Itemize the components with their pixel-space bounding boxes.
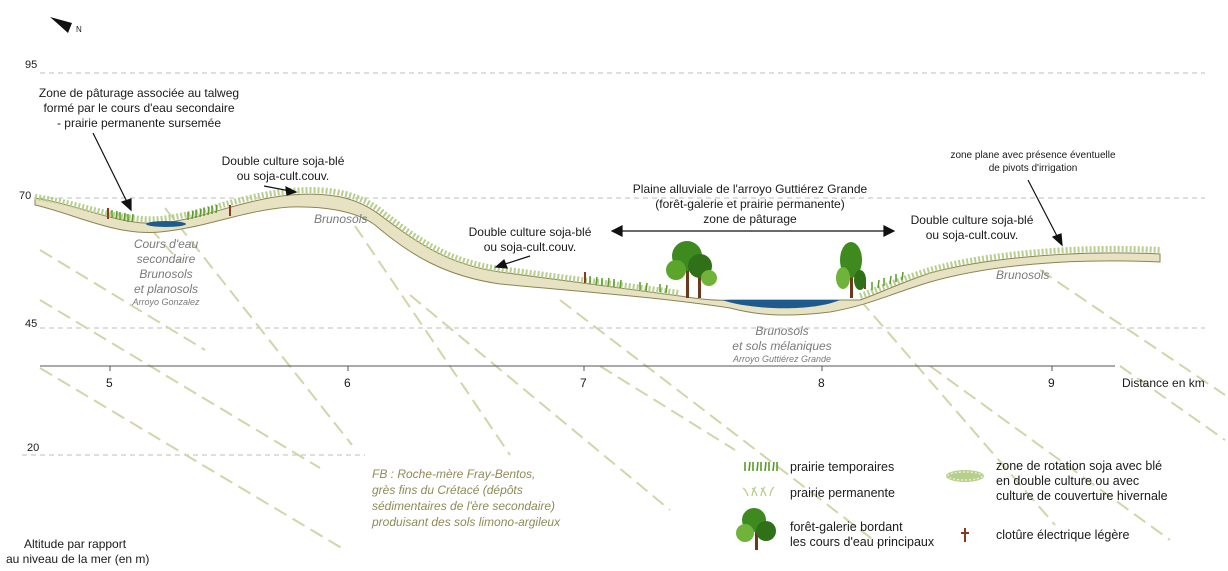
distance-tick-7: 7 [580, 376, 587, 390]
soil-label-secondary-stream: Cours d'eau secondaire Brunosols et plan… [132, 237, 200, 307]
soil-label-melanic: Brunosols et sols mélaniques Arroyo Gutt… [732, 324, 832, 364]
distance-tick-6: 6 [344, 376, 351, 390]
legend-forest-icon [736, 508, 776, 550]
gallery-forest-left [666, 241, 717, 298]
north-arrow-icon [50, 17, 72, 33]
temporary-grass-patches [111, 204, 904, 294]
gallery-forest-right [836, 242, 866, 298]
legend-temporary-grass-label: prairie temporaires [790, 460, 895, 474]
annotation-grazing-zone: Zone de pâturage associée au talweg form… [38, 86, 240, 130]
altitude-axis-caption: Altitude par rapport au niveau de la mer… [6, 537, 150, 566]
altitude-label-20: 20 [27, 442, 40, 454]
soil-label-hill-brunosols: Brunosols [314, 212, 368, 226]
legend-rotation-icon [946, 470, 984, 482]
distance-tick-9: 9 [1048, 376, 1055, 390]
annotation-flat-zone: zone plane avec présence éventuelle de p… [950, 150, 1116, 174]
rotation-crop-band [34, 187, 1161, 299]
altitude-label-95: 95 [25, 59, 38, 71]
distance-axis-label: Distance en km [1122, 376, 1205, 390]
water-arroyo-gutierrez [722, 300, 840, 309]
annotation-double-crop-slope: Double culture soja-blé ou soja-cult.cou… [468, 225, 592, 254]
geology-note: FB : Roche-mère Fray-Bentos, grès fins d… [372, 467, 561, 529]
annotation-double-crop-right: Double culture soja-blé ou soja-cult.cou… [910, 213, 1034, 242]
legend-forest-label: forêt-galerie bordant les cours d'eau pr… [790, 520, 935, 549]
legend-permanent-grass-icon [742, 486, 775, 497]
water-arroyo-gonzalez [146, 221, 186, 227]
legend-fence-label: clotûre électrique légère [996, 528, 1130, 542]
distance-axis [40, 365, 1115, 371]
altitude-label-45: 45 [25, 318, 38, 330]
distance-tick-5: 5 [106, 376, 113, 390]
terrain-profile [34, 193, 1161, 316]
legend-temporary-grass-icon [744, 461, 778, 472]
annotation-double-crop-hill: Double culture soja-blé ou soja-cult.cou… [221, 154, 345, 183]
legend-rotation-label: zone de rotation soja avec blé en double… [996, 459, 1168, 503]
soil-label-right-brunosols: Brunosols [996, 268, 1050, 282]
annotation-alluvial-plain: Plaine alluviale de l'arroyo Guttiérez G… [632, 182, 868, 226]
legend-fence-icon [961, 528, 969, 542]
annotation-arrows [92, 132, 1063, 269]
altitude-label-70: 70 [19, 190, 32, 202]
distance-tick-8: 8 [818, 376, 825, 390]
geology-strata [39, 207, 1226, 551]
north-label: N [76, 25, 82, 34]
legend-permanent-grass-label: prairie permanente [790, 486, 895, 500]
